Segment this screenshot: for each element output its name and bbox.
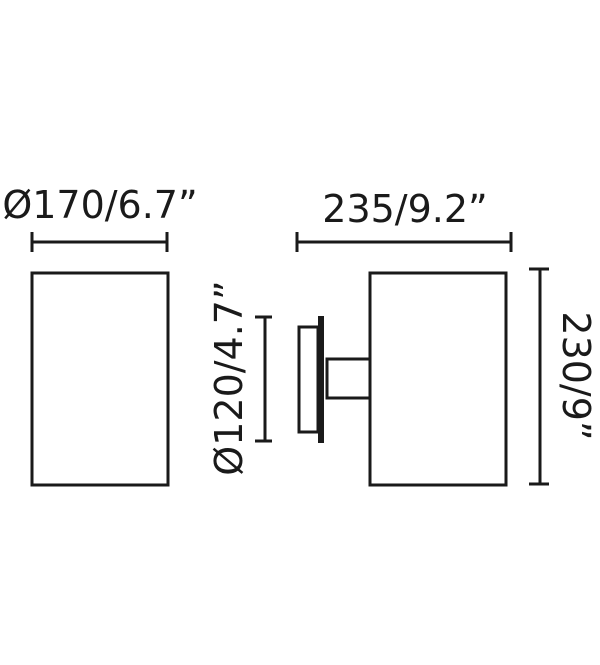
wall-plate (297, 325, 320, 434)
height-label: 230/9” (554, 311, 598, 440)
mount-plate (318, 316, 324, 443)
front-width-dimension-line (30, 232, 169, 252)
height-dimension-line (529, 267, 549, 486)
side-view-head (368, 271, 508, 487)
base-diameter-label: Ø120/4.7” (207, 280, 251, 475)
side-depth-dimension-line (295, 232, 513, 252)
connecting-arm (325, 357, 372, 400)
front-diameter-label: Ø170/6.7” (2, 183, 197, 227)
front-view-body (30, 271, 170, 487)
base-diameter-dimension-line (255, 315, 272, 443)
side-depth-label: 235/9.2” (322, 187, 487, 231)
